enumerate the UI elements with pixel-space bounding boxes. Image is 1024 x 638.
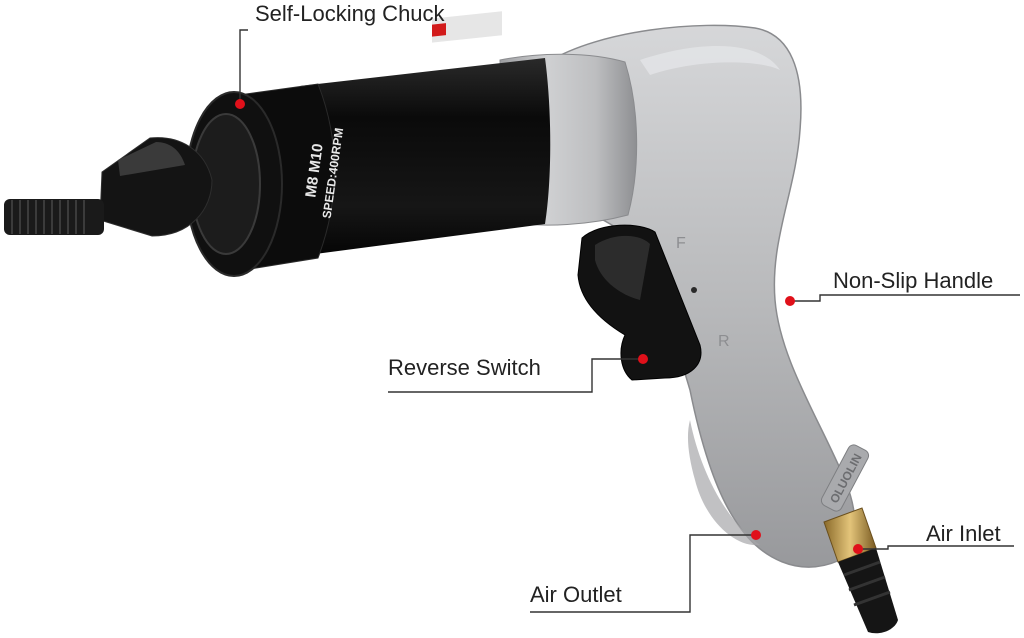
callout-dot-chuck bbox=[235, 99, 245, 109]
barrel bbox=[300, 58, 551, 256]
forward-marking: F bbox=[676, 235, 686, 252]
leader-line-chuck bbox=[239, 29, 248, 104]
leader-line-reverse bbox=[388, 358, 643, 393]
reverse-switch-highlight bbox=[595, 235, 650, 300]
callout-reverse-switch bbox=[388, 354, 648, 393]
mandrel-threads bbox=[11, 200, 85, 234]
leader-line-outlet bbox=[530, 534, 756, 613]
indicator-hole bbox=[691, 287, 697, 293]
callout-dot-inlet bbox=[853, 544, 863, 554]
leader-line-handle bbox=[790, 294, 1020, 302]
label-non-slip-handle: Non-Slip Handle bbox=[833, 268, 994, 293]
hose-barb-ridges bbox=[843, 560, 891, 607]
leader-line-inlet bbox=[858, 545, 1014, 550]
callout-air-inlet bbox=[853, 544, 1014, 554]
callout-dot-handle bbox=[785, 296, 795, 306]
label-air-outlet: Air Outlet bbox=[530, 582, 622, 607]
nose-cone-highlight bbox=[118, 142, 185, 176]
air-inlet-hose-barb bbox=[838, 548, 898, 634]
label-reverse-switch: Reverse Switch bbox=[388, 355, 541, 380]
handle-front-grip bbox=[687, 420, 760, 546]
callout-non-slip-handle bbox=[785, 294, 1020, 306]
label-air-inlet: Air Inlet bbox=[926, 521, 1001, 546]
body-rear-highlight bbox=[640, 46, 780, 75]
callout-air-outlet bbox=[530, 530, 761, 613]
callout-dot-outlet bbox=[751, 530, 761, 540]
warning-label-stripe bbox=[432, 23, 446, 37]
callout-dot-reverse bbox=[638, 354, 648, 364]
label-self-locking-chuck: Self-Locking Chuck bbox=[255, 1, 445, 26]
reverse-marking: R bbox=[718, 333, 730, 350]
callout-self-locking-chuck bbox=[235, 29, 248, 109]
warning-label bbox=[432, 11, 502, 43]
